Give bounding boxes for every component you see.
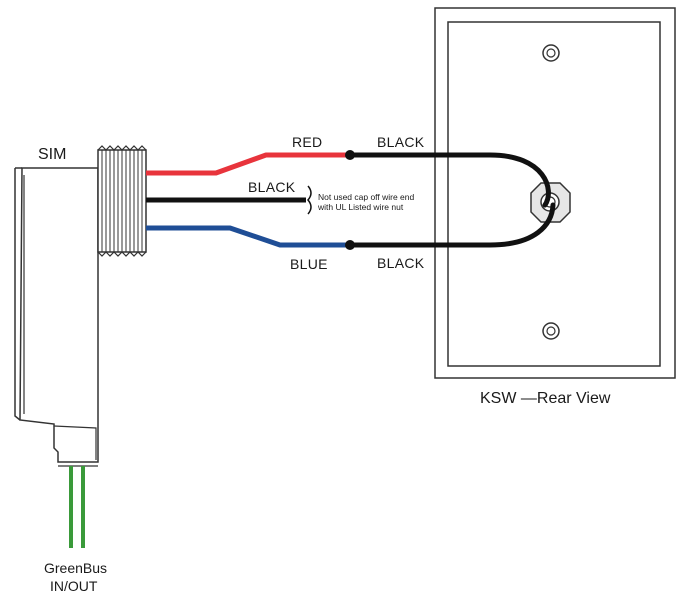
ksw-black-lead-bottom bbox=[347, 202, 556, 248]
note-line-1: Not used cap off wire end bbox=[318, 192, 415, 202]
threaded-fitting bbox=[97, 145, 147, 257]
black-wire-label: BLACK bbox=[248, 179, 296, 195]
greenbus-label-line2: IN/OUT bbox=[50, 578, 98, 594]
ksw-caption: KSW —Rear View bbox=[480, 390, 611, 407]
ksw-plate bbox=[434, 7, 676, 379]
bottom-screw-icon bbox=[542, 322, 560, 340]
top-screw-icon bbox=[542, 44, 560, 62]
wire-cap-symbol bbox=[307, 185, 312, 215]
note-line-2: with UL Listed wire nut bbox=[317, 202, 404, 212]
red-wire bbox=[146, 152, 350, 176]
ksw-leads bbox=[345, 150, 556, 250]
greenbus-label-line1: GreenBus bbox=[44, 560, 107, 576]
blue-wire bbox=[146, 225, 350, 248]
sim-label: SIM bbox=[38, 146, 66, 163]
sim-wires bbox=[146, 152, 350, 248]
sim-module bbox=[14, 145, 147, 467]
black-bottom-label: BLACK bbox=[377, 255, 425, 271]
ksw-black-lead-top bbox=[347, 152, 551, 208]
splice-dot-bottom bbox=[345, 240, 355, 250]
splice-dot-top bbox=[345, 150, 355, 160]
sim-body-inner bbox=[14, 168, 21, 421]
greenbus-wires bbox=[69, 466, 85, 548]
sim-body-outline bbox=[19, 167, 99, 463]
blue-wire-label: BLUE bbox=[290, 256, 328, 272]
red-wire-label: RED bbox=[292, 134, 322, 150]
black-top-label: BLACK bbox=[377, 134, 425, 150]
